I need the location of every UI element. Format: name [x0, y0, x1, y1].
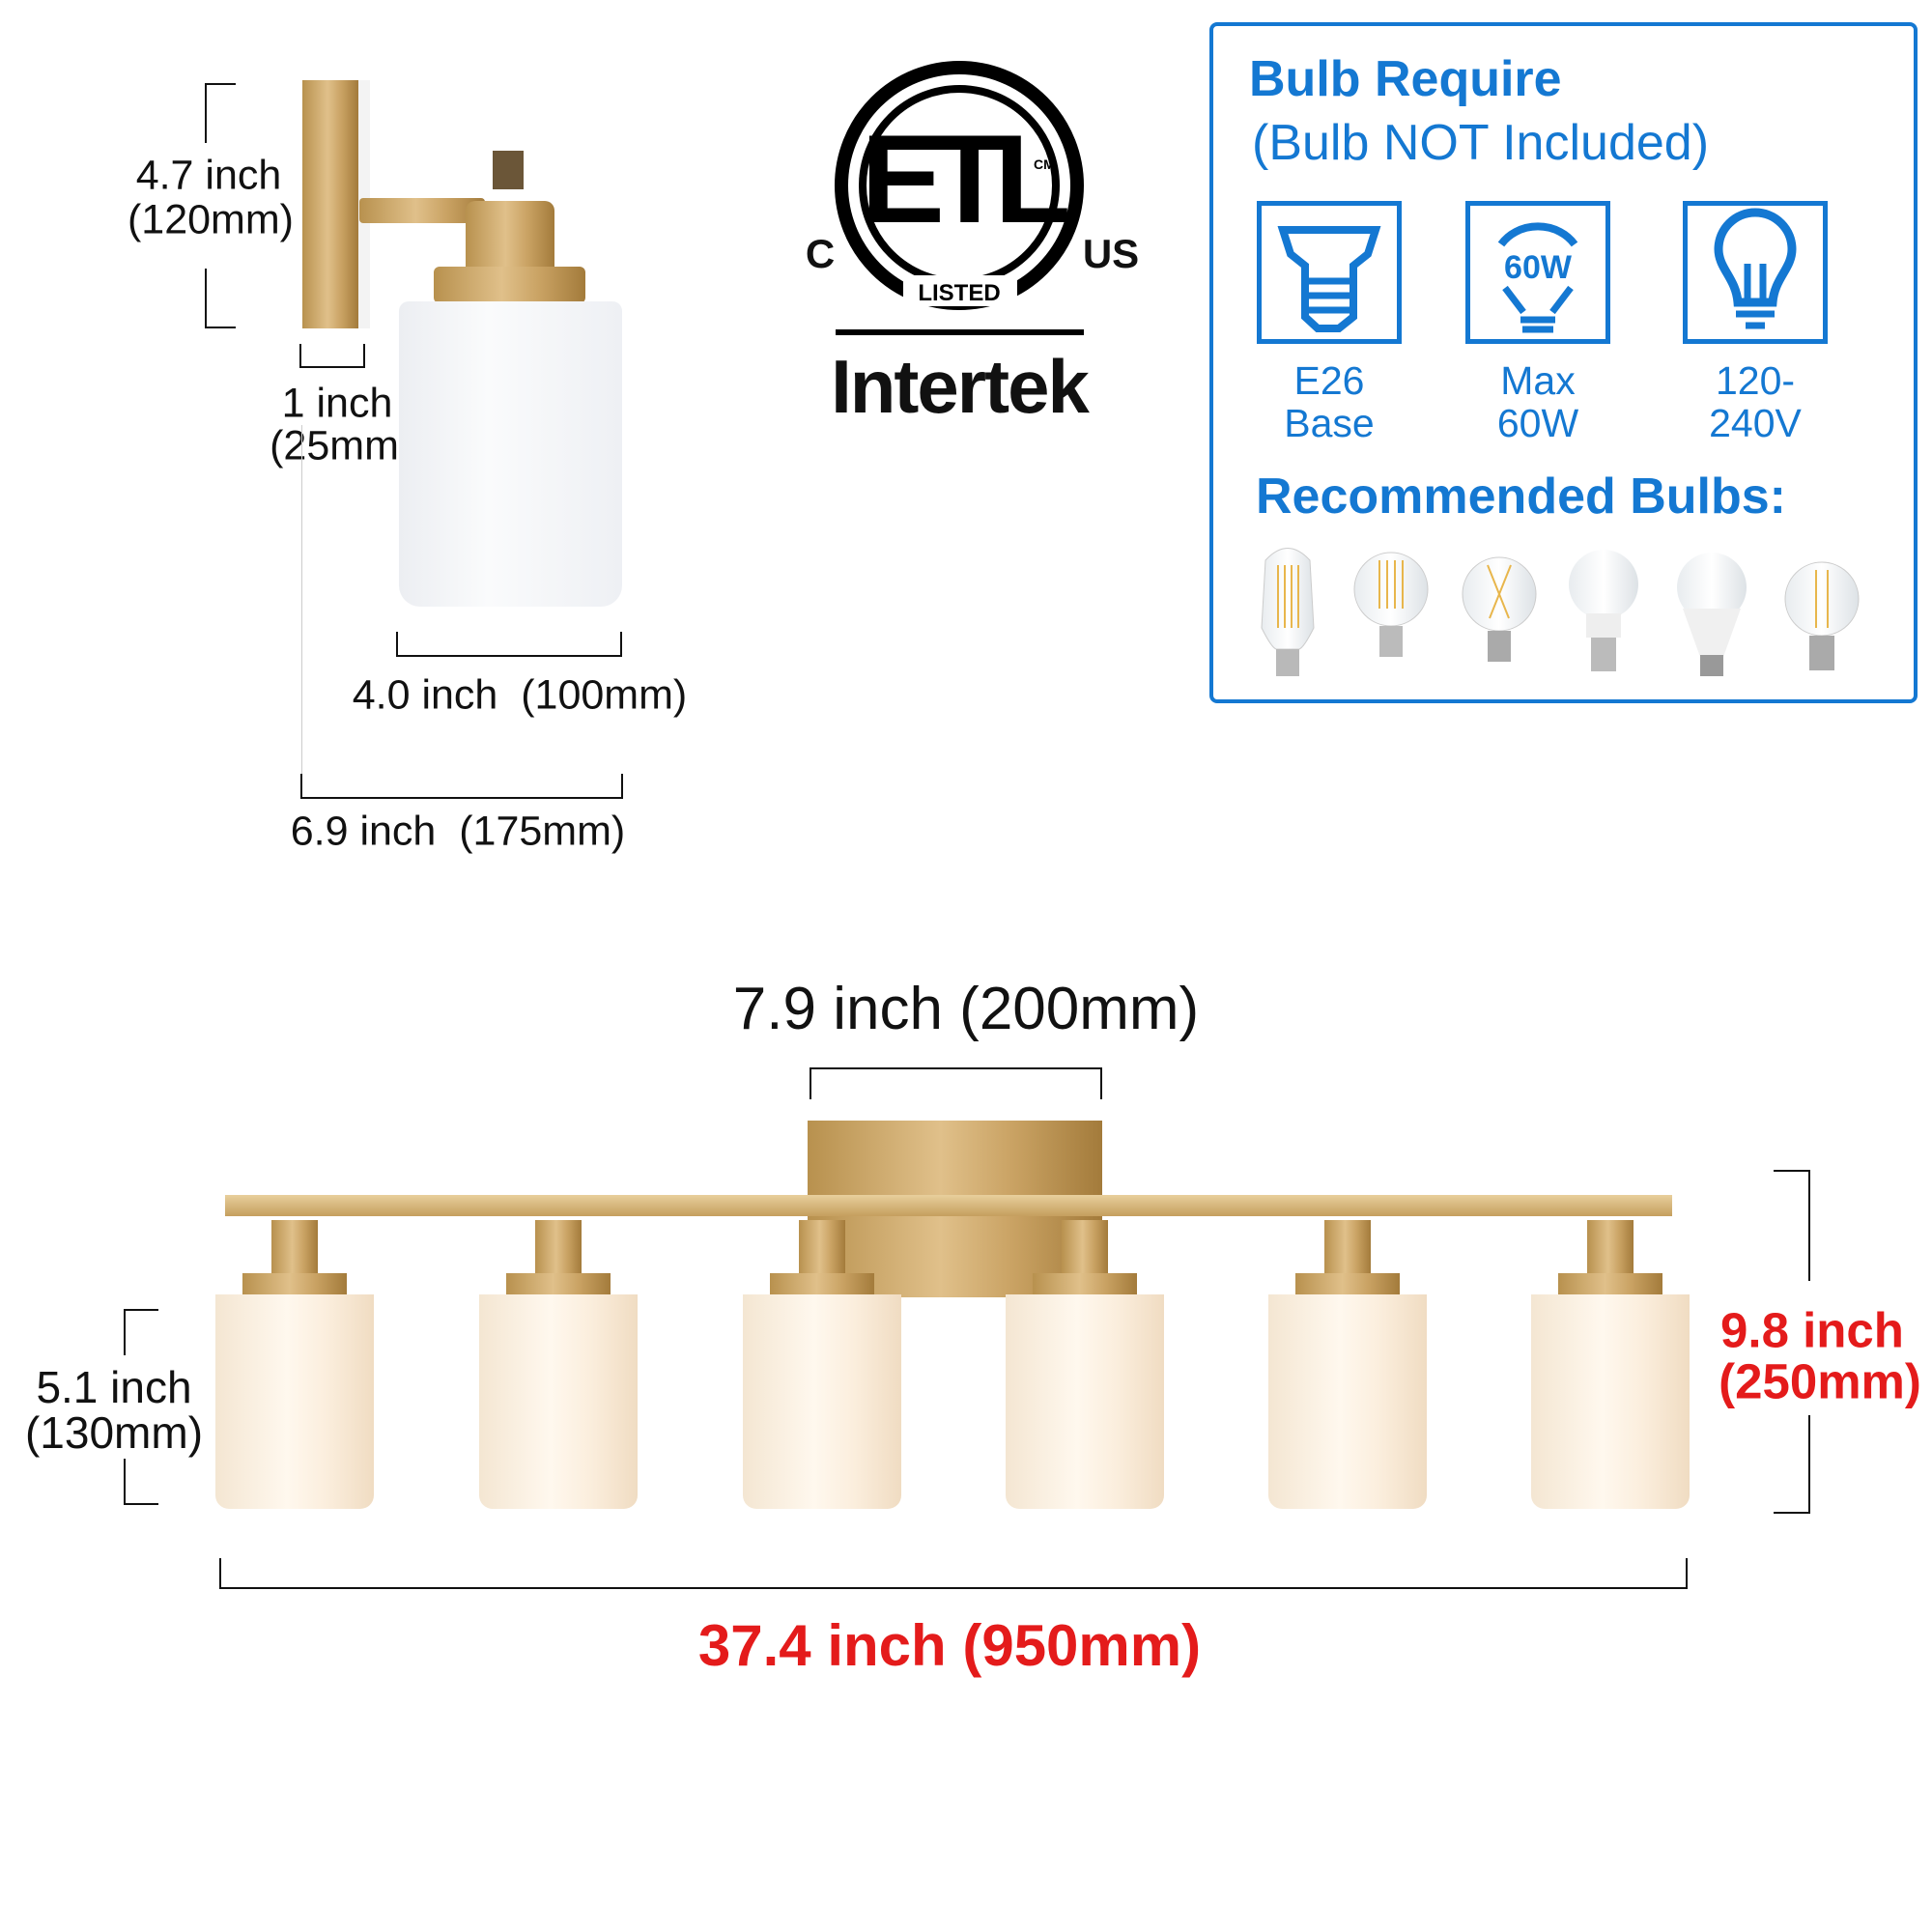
total-length-label: 37.4 inch (950mm) — [697, 1613, 1202, 1678]
height-mm-label: (120mm) — [127, 196, 295, 243]
lamp — [1531, 1220, 1690, 1510]
lamp — [1006, 1220, 1164, 1510]
backplate-width-label: 7.9 inch (200mm) — [732, 976, 1200, 1042]
total-height-label: 9.8 inch — [1720, 1302, 1904, 1358]
sconce-backplate — [302, 80, 358, 328]
bulb-icon — [1683, 201, 1828, 344]
sconce-glass-shade — [399, 301, 622, 607]
e26-base-icon — [1257, 201, 1402, 344]
recommended-bulbs-title: Recommended Bulbs: — [1256, 469, 1786, 525]
height-label: 4.7 inch — [135, 152, 282, 199]
sconce-collar — [466, 201, 554, 269]
sconce-arm — [359, 198, 485, 223]
etl-c: C — [805, 231, 836, 276]
extension-label: 6.9 inch (175mm) — [290, 808, 626, 855]
vanity-bar — [225, 1195, 1672, 1216]
lamp — [1268, 1220, 1427, 1510]
etl-us: US — [1082, 231, 1140, 276]
svg-text:LISTED: LISTED — [918, 280, 1000, 306]
shade-height-label: 5.1 inch — [36, 1362, 192, 1412]
lamp — [215, 1220, 374, 1510]
depth-label: 1 inch — [281, 380, 393, 427]
sconce-ring — [434, 267, 585, 303]
shade-width-label: 4.0 inch (100mm) — [352, 671, 688, 719]
spec-voltage: 120-240V — [1709, 358, 1802, 445]
bulb-images — [1261, 548, 1860, 676]
shade-height-mm-label: (130mm) — [24, 1407, 204, 1458]
svg-text:CM: CM — [1034, 156, 1055, 172]
lamp — [743, 1220, 901, 1510]
svg-text:60W: 60W — [1504, 249, 1573, 286]
bulb-a19-filament — [1353, 552, 1429, 657]
bulb-st64 — [1261, 548, 1315, 676]
bulb-panel-subtitle: (Bulb NOT Included) — [1252, 115, 1710, 171]
bulb-a19-led — [1569, 550, 1638, 671]
60w-bulb-icon: 60W — [1465, 201, 1610, 344]
intertek-brand: Intertek — [831, 344, 1090, 429]
etl-mark-icon: LISTED ETL CM — [835, 61, 1084, 310]
sconce-finial — [493, 151, 524, 189]
bulb-panel-title: Bulb Require — [1249, 51, 1562, 107]
bulb-requirement-panel — [1209, 22, 1918, 703]
total-height-mm-label: (250mm) — [1719, 1353, 1921, 1409]
depth-mm-label: (25mm — [270, 422, 399, 469]
lamp — [479, 1220, 638, 1510]
bulb-a19-clear — [1784, 561, 1860, 670]
svg-text:ETL: ETL — [861, 108, 1067, 249]
bulb-a21-led — [1677, 553, 1747, 676]
bulb-a19-cross — [1462, 556, 1537, 662]
